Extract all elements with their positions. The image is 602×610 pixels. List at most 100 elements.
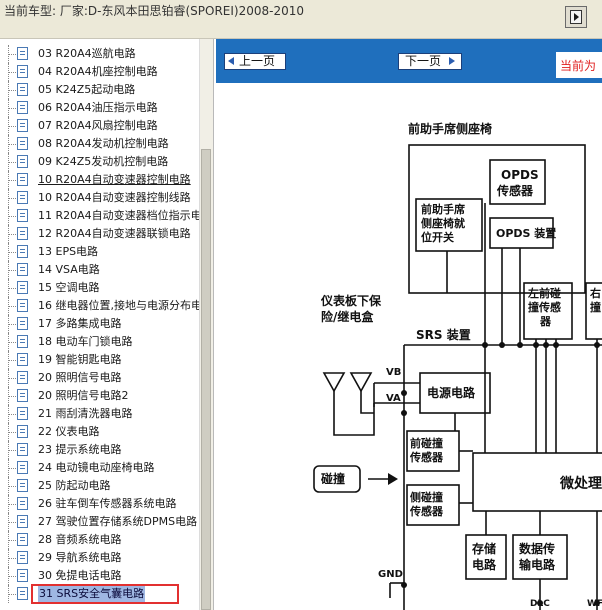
tree-item-label: 15 空调电路 bbox=[38, 281, 100, 294]
tree-item[interactable]: 06 R20A4油压指示电路 bbox=[0, 99, 199, 117]
tree-item-label: 17 多路集成电路 bbox=[38, 317, 122, 330]
tree-item[interactable]: 08 R20A4发动机控制电路 bbox=[0, 135, 199, 153]
tree-item[interactable]: 18 电动车门锁电路 bbox=[0, 333, 199, 351]
tree-item[interactable]: 09 K24Z5发动机控制电路 bbox=[0, 153, 199, 171]
tree-item-label: 23 提示系统电路 bbox=[38, 443, 122, 456]
tree-branch-line bbox=[9, 288, 16, 289]
document-icon bbox=[17, 407, 28, 420]
tree-guide-line bbox=[8, 81, 10, 99]
document-icon bbox=[17, 461, 28, 474]
tree-guide-line bbox=[8, 279, 10, 297]
tree-item[interactable]: 23 提示系统电路 bbox=[0, 441, 199, 459]
tree-item[interactable]: 28 音频系统电路 bbox=[0, 531, 199, 549]
document-icon bbox=[17, 263, 28, 276]
tree-item[interactable]: 22 仪表电路 bbox=[0, 423, 199, 441]
tree-item-label: 24 电动镜电动座椅电路 bbox=[38, 461, 155, 474]
next-page-button[interactable]: 下一页 bbox=[398, 53, 462, 70]
tree-item-label: 22 仪表电路 bbox=[38, 425, 100, 438]
tree-item[interactable]: 03 R20A4巡航电路 bbox=[0, 45, 199, 63]
tree-branch-line bbox=[9, 468, 16, 469]
side-sensor-line1: 侧碰撞 bbox=[410, 490, 443, 504]
tree-item[interactable]: 19 智能钥匙电路 bbox=[0, 351, 199, 369]
tree-item-label: 20 照明信号电路 bbox=[38, 371, 122, 384]
prev-page-label: 上一页 bbox=[239, 54, 276, 68]
tree-guide-line bbox=[8, 45, 10, 63]
tree-item[interactable]: 21 雨刮清洗器电路 bbox=[0, 405, 199, 423]
tree-item-label: 14 VSA电路 bbox=[38, 263, 100, 276]
opds-unit-label: OPDS 装置 bbox=[496, 226, 556, 240]
exit-button[interactable] bbox=[565, 6, 587, 28]
diagram-panel: 上一页 下一页 当前为 bbox=[214, 39, 602, 610]
vb-label: VB bbox=[386, 367, 401, 378]
document-icon bbox=[17, 371, 28, 384]
tree-item[interactable]: 12 R20A4自动变速器联锁电路 bbox=[0, 225, 199, 243]
tree-item[interactable]: 20 照明信号电路2 bbox=[0, 387, 199, 405]
tree-item[interactable]: 07 R20A4风扇控制电路 bbox=[0, 117, 199, 135]
tree-item-label: 26 驻车倒车传感器系统电路 bbox=[38, 497, 177, 510]
tree-item[interactable]: 11 R20A4自动变速器档位指示电 bbox=[0, 207, 202, 225]
document-icon bbox=[17, 497, 28, 510]
tree-branch-line bbox=[9, 486, 16, 487]
tree-branch-line bbox=[9, 558, 16, 559]
document-icon bbox=[17, 587, 28, 600]
tree-item[interactable]: 29 导航系统电路 bbox=[0, 549, 199, 567]
tree-item[interactable]: 30 免提电话电路 bbox=[0, 567, 199, 585]
document-icon bbox=[17, 443, 28, 456]
document-icon bbox=[17, 569, 28, 582]
page-nav-bar: 上一页 下一页 当前为 bbox=[216, 39, 602, 83]
opds-sensor-box bbox=[489, 159, 546, 205]
arrow-left-icon bbox=[228, 57, 234, 65]
seat-switch-line2: 侧座椅就 bbox=[421, 216, 465, 230]
srs-unit-label: SRS 装置 bbox=[416, 327, 471, 342]
opds-sensor-line1: OPDS bbox=[501, 168, 539, 182]
tree-branch-line bbox=[9, 396, 16, 397]
tree-guide-line bbox=[8, 351, 10, 369]
document-icon bbox=[17, 533, 28, 546]
tree-item[interactable]: 31 SRS安全气囊电路 bbox=[0, 585, 199, 603]
scrollbar-thumb[interactable] bbox=[201, 149, 211, 610]
tree-branch-line bbox=[9, 432, 16, 433]
tree-guide-line bbox=[8, 189, 10, 207]
document-icon bbox=[17, 299, 28, 312]
left-sensor-line2: 撞传感 bbox=[528, 300, 561, 314]
tree-item[interactable]: 25 防起动电路 bbox=[0, 477, 199, 495]
tree-item-label: 18 电动车门锁电路 bbox=[38, 335, 133, 348]
tree-item[interactable]: 13 EPS电路 bbox=[0, 243, 199, 261]
tree-item[interactable]: 20 照明信号电路 bbox=[0, 369, 199, 387]
tree-item[interactable]: 17 多路集成电路 bbox=[0, 315, 199, 333]
document-icon bbox=[17, 479, 28, 492]
tree-item[interactable]: 27 驾驶位置存储系统DPMS电路 bbox=[0, 513, 199, 531]
tree-guide-line bbox=[8, 387, 10, 405]
tree-guide-line bbox=[8, 441, 10, 459]
tree-item-label: 09 K24Z5发动机控制电路 bbox=[38, 155, 169, 168]
tree-item[interactable]: 04 R20A4机座控制电路 bbox=[0, 63, 199, 81]
mcu-label: 微处理 bbox=[559, 475, 602, 492]
tree-branch-line bbox=[9, 306, 16, 307]
tree-guide-line bbox=[8, 405, 10, 423]
tree-branch-line bbox=[9, 108, 16, 109]
tree-branch-line bbox=[9, 414, 16, 415]
opds-unit-box bbox=[489, 217, 554, 249]
tree-guide-line bbox=[8, 117, 10, 135]
tree-guide-line bbox=[8, 99, 10, 117]
prev-page-button[interactable]: 上一页 bbox=[224, 53, 286, 70]
tree-item[interactable]: 14 VSA电路 bbox=[0, 261, 199, 279]
document-icon bbox=[17, 191, 28, 204]
tree-guide-line bbox=[8, 531, 10, 549]
document-icon bbox=[17, 101, 28, 114]
tree-item[interactable]: 10 R20A4自动变速器控制电路 bbox=[0, 171, 199, 189]
tree-item[interactable]: 16 继电器位置,接地与电源分布电 bbox=[0, 297, 202, 315]
tree-item-label: 04 R20A4机座控制电路 bbox=[38, 65, 158, 78]
side-sensor-line2: 传感器 bbox=[409, 504, 444, 518]
tree-item[interactable]: 24 电动镜电动座椅电路 bbox=[0, 459, 199, 477]
srs-circuit-diagram: 前助手席侧座椅 OPDS 传感器 前助手席 侧座椅就 位开关 OPDS 装置 仪… bbox=[313, 121, 602, 610]
tree-item[interactable]: 26 驻车倒车传感器系统电路 bbox=[0, 495, 199, 513]
tree-item[interactable]: 05 K24Z5起动电路 bbox=[0, 81, 199, 99]
right-sensor-line2: 撞 bbox=[590, 300, 601, 314]
tree-item[interactable]: 15 空调电路 bbox=[0, 279, 199, 297]
document-icon bbox=[17, 551, 28, 564]
tree-scrollbar[interactable] bbox=[199, 39, 213, 610]
seat-title: 前助手席侧座椅 bbox=[408, 121, 492, 136]
tree-item[interactable]: 10 R20A4自动变速器控制线路 bbox=[0, 189, 199, 207]
